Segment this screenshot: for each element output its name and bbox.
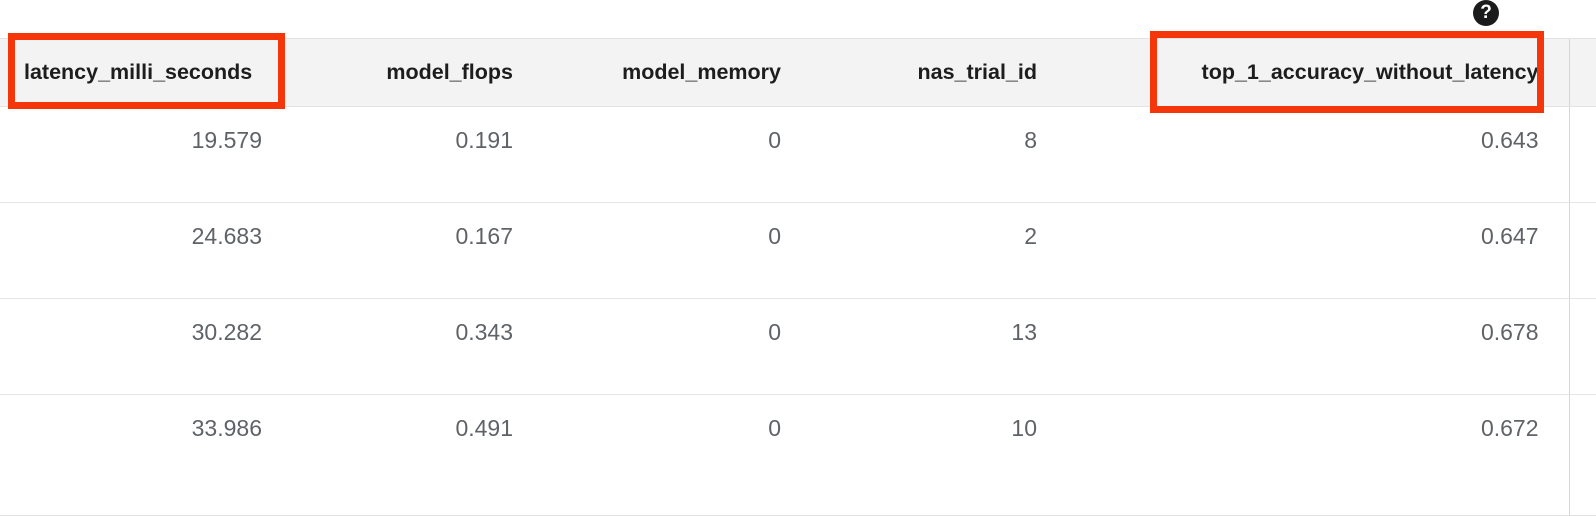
cell-model-flops: 0.343: [292, 298, 543, 395]
table-body: 19.579 0.191 0 8 0.643 24.683 0.167 0 2 …: [0, 106, 1596, 491]
data-table-container: latency_milli_seconds model_flops model_…: [0, 38, 1596, 516]
cell-nas-trial-id: 13: [811, 298, 1067, 395]
column-header-latency-milli-seconds[interactable]: latency_milli_seconds: [0, 38, 292, 107]
cell-model-flops: 0.167: [292, 202, 543, 299]
table-row[interactable]: 24.683 0.167 0 2 0.647: [0, 202, 1596, 299]
nas-trials-table: latency_milli_seconds model_flops model_…: [0, 38, 1596, 491]
cell-nas-trial-id: 8: [811, 106, 1067, 203]
help-circle-icon[interactable]: ?: [1473, 0, 1499, 26]
table-row[interactable]: 19.579 0.191 0 8 0.643: [0, 106, 1596, 203]
cell-top-1-accuracy-without-latency: 0.678: [1067, 298, 1569, 395]
cell-latency-milli-seconds: 19.579: [0, 106, 292, 203]
top-strip: ?: [0, 0, 1596, 38]
table-tail-divider: [1569, 472, 1570, 516]
column-header-model-flops[interactable]: model_flops: [292, 38, 543, 107]
cell-model-memory: 0: [543, 202, 811, 299]
table-row[interactable]: 30.282 0.343 0 13 0.678: [0, 298, 1596, 395]
column-header-top-1-accuracy-without-latency[interactable]: top_1_accuracy_without_latency: [1067, 38, 1569, 107]
cell-model-flops: 0.191: [292, 106, 543, 203]
table-header-row: latency_milli_seconds model_flops model_…: [0, 38, 1596, 107]
column-header-overflow[interactable]: [1568, 38, 1596, 107]
cell-latency-milli-seconds: 30.282: [0, 298, 292, 395]
cell-nas-trial-id: 2: [811, 202, 1067, 299]
cell-model-memory: 0: [543, 298, 811, 395]
cell-overflow: [1568, 106, 1596, 203]
column-header-model-memory[interactable]: model_memory: [543, 38, 811, 107]
column-header-nas-trial-id[interactable]: nas_trial_id: [811, 38, 1067, 107]
cell-top-1-accuracy-without-latency: 0.647: [1067, 202, 1569, 299]
cell-overflow: [1568, 298, 1596, 395]
cell-latency-milli-seconds: 24.683: [0, 202, 292, 299]
cell-overflow: [1568, 202, 1596, 299]
table-header: latency_milli_seconds model_flops model_…: [0, 38, 1596, 107]
table-tail-band: [0, 472, 1596, 516]
cell-top-1-accuracy-without-latency: 0.643: [1067, 106, 1569, 203]
cell-model-memory: 0: [543, 106, 811, 203]
